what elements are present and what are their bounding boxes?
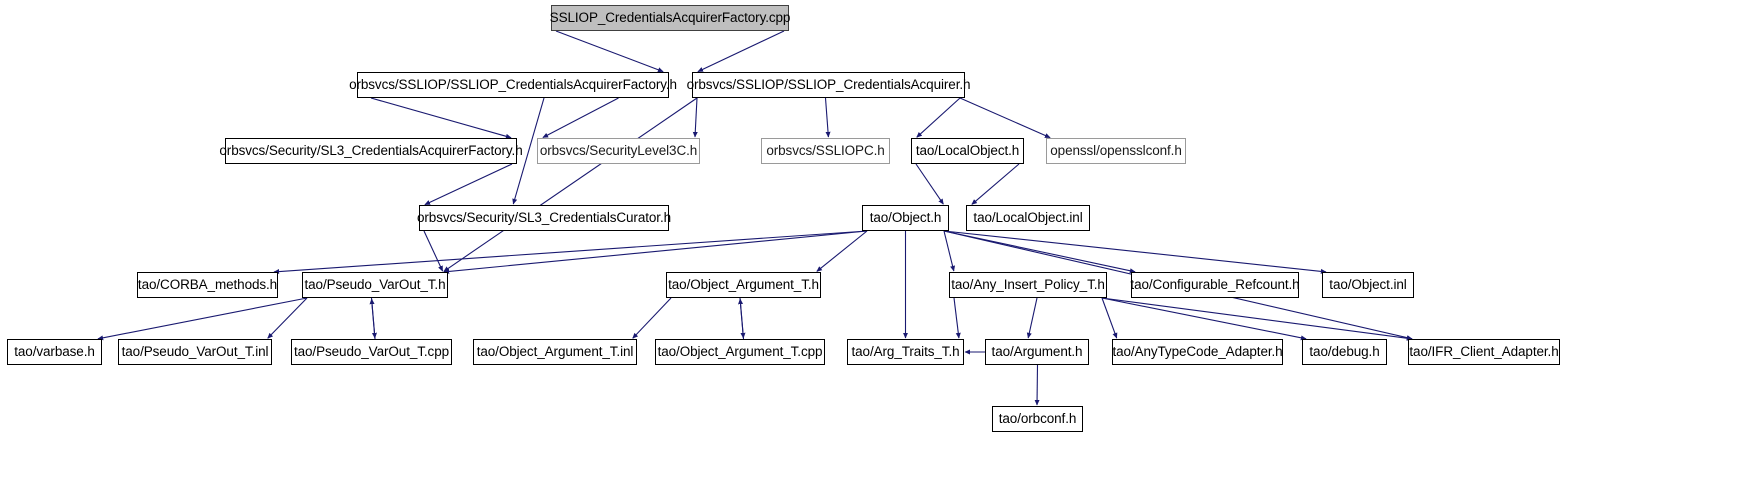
graph-node-n10[interactable]: tao/LocalObject.inl xyxy=(966,205,1090,231)
graph-node-label: tao/LocalObject.h xyxy=(915,143,1020,159)
graph-node-label: tao/Configurable_Refcount.h xyxy=(1130,277,1300,293)
graph-node-n13[interactable]: tao/Object_Argument_T.h xyxy=(666,272,821,298)
graph-node-n9[interactable]: tao/Object.h xyxy=(862,205,949,231)
graph-node-label: tao/Argument.h xyxy=(991,344,1083,360)
graph-node-label: tao/Object_Argument_T.cpp xyxy=(657,344,823,360)
graph-node-n19[interactable]: tao/Pseudo_VarOut_T.cpp xyxy=(291,339,452,365)
graph-node-n7[interactable]: openssl/opensslconf.h xyxy=(1046,138,1186,164)
graph-node-label: SSLIOP_CredentialsAcquirerFactory.cpp xyxy=(549,10,791,26)
graph-node-label: tao/IFR_Client_Adapter.h xyxy=(1409,344,1559,360)
graph-node-n15[interactable]: tao/Configurable_Refcount.h xyxy=(1130,272,1300,298)
graph-node-n23[interactable]: tao/Argument.h xyxy=(985,339,1089,365)
graph-node-label: tao/Pseudo_VarOut_T.h xyxy=(304,277,446,293)
graph-node-label: orbsvcs/SSLIOP/SSLIOP_CredentialsAcquire… xyxy=(349,77,677,93)
graph-node-n26[interactable]: tao/IFR_Client_Adapter.h xyxy=(1408,339,1560,365)
graph-node-n18[interactable]: tao/Pseudo_VarOut_T.inl xyxy=(118,339,272,365)
graph-node-n0[interactable]: SSLIOP_CredentialsAcquirerFactory.cpp xyxy=(549,5,791,31)
graph-node-n8[interactable]: orbsvcs/Security/SL3_CredentialsCurator.… xyxy=(416,205,672,231)
graph-node-label: tao/LocalObject.inl xyxy=(973,210,1083,226)
graph-node-label: tao/Any_Insert_Policy_T.h xyxy=(951,277,1105,293)
graph-node-label: tao/debug.h xyxy=(1309,344,1380,360)
graph-node-n4[interactable]: orbsvcs/SecurityLevel3C.h xyxy=(537,138,700,164)
graph-node-n16[interactable]: tao/Object.inl xyxy=(1322,272,1414,298)
graph-node-label: tao/Pseudo_VarOut_T.inl xyxy=(121,344,269,360)
graph-node-label: orbsvcs/Security/SL3_CredentialsAcquirer… xyxy=(219,143,523,159)
graph-node-n21[interactable]: tao/Object_Argument_T.cpp xyxy=(655,339,825,365)
graph-node-label: orbsvcs/SecurityLevel3C.h xyxy=(539,143,698,159)
graph-node-label: tao/Object.h xyxy=(869,210,942,226)
graph-node-label: tao/Pseudo_VarOut_T.cpp xyxy=(293,344,450,360)
graph-node-n5[interactable]: orbsvcs/SSLIOPC.h xyxy=(761,138,890,164)
graph-node-label: tao/orbconf.h xyxy=(998,411,1077,427)
graph-node-n27[interactable]: tao/orbconf.h xyxy=(992,406,1083,432)
graph-node-n24[interactable]: tao/AnyTypeCode_Adapter.h xyxy=(1112,339,1283,365)
graph-node-label: tao/Object_Argument_T.h xyxy=(668,277,819,293)
graph-node-label: orbsvcs/SSLIOP/SSLIOP_CredentialsAcquire… xyxy=(686,77,971,93)
graph-node-n17[interactable]: tao/varbase.h xyxy=(7,339,102,365)
graph-node-label: tao/AnyTypeCode_Adapter.h xyxy=(1112,344,1283,360)
graph-node-label: openssl/opensslconf.h xyxy=(1050,143,1182,159)
graph-node-n12[interactable]: tao/Pseudo_VarOut_T.h xyxy=(302,272,448,298)
graph-node-n14[interactable]: tao/Any_Insert_Policy_T.h xyxy=(949,272,1107,298)
graph-node-n6[interactable]: tao/LocalObject.h xyxy=(911,138,1024,164)
graph-node-n11[interactable]: tao/CORBA_methods.h xyxy=(137,272,278,298)
graph-node-label: orbsvcs/SSLIOPC.h xyxy=(766,143,885,159)
graph-node-label: orbsvcs/Security/SL3_CredentialsCurator.… xyxy=(416,210,672,226)
graph-node-n25[interactable]: tao/debug.h xyxy=(1302,339,1387,365)
graph-node-label: tao/Arg_Traits_T.h xyxy=(851,344,960,360)
graph-node-n1[interactable]: orbsvcs/SSLIOP/SSLIOP_CredentialsAcquire… xyxy=(349,72,677,98)
graph-node-label: tao/Object.inl xyxy=(1329,277,1407,293)
graph-node-label: tao/CORBA_methods.h xyxy=(137,277,278,293)
graph-node-n3[interactable]: orbsvcs/Security/SL3_CredentialsAcquirer… xyxy=(219,138,523,164)
graph-node-n22[interactable]: tao/Arg_Traits_T.h xyxy=(847,339,964,365)
graph-node-label: tao/varbase.h xyxy=(14,344,95,360)
graph-node-label: tao/Object_Argument_T.inl xyxy=(476,344,634,360)
graph-node-n2[interactable]: orbsvcs/SSLIOP/SSLIOP_CredentialsAcquire… xyxy=(687,72,971,98)
graph-node-n20[interactable]: tao/Object_Argument_T.inl xyxy=(473,339,637,365)
